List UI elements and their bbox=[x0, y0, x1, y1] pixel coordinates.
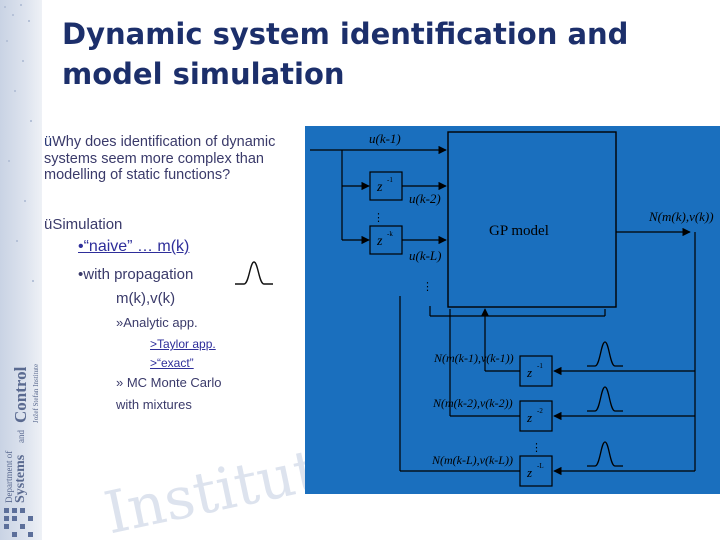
gp-model-label: GP model bbox=[489, 223, 549, 239]
dots-1: ⋮ bbox=[373, 211, 384, 224]
input-u-k1: u(k-1) bbox=[369, 131, 401, 146]
brand-line4: Control bbox=[11, 366, 30, 423]
why-text-1: Why does identification of dynamic bbox=[52, 134, 276, 150]
bullet-why-line3: modelling of static functions? bbox=[44, 167, 231, 183]
fb-exp1: -1 bbox=[537, 362, 543, 370]
bullet-taylor-link[interactable]: >Taylor app. bbox=[150, 337, 216, 351]
delay-z1: z bbox=[376, 180, 383, 195]
brand-line1: Department of bbox=[4, 451, 14, 503]
sidebar-pattern bbox=[4, 4, 34, 537]
brand-line3: and bbox=[16, 430, 26, 443]
bullet-exact-link[interactable]: >“exact” bbox=[150, 356, 194, 370]
gp-model-diagram: GP model u(k-1) z -1 u(k-2) ⋮ z -k u(k-L… bbox=[305, 126, 720, 494]
delay-expk: -k bbox=[387, 230, 393, 238]
delay-zk: z bbox=[376, 234, 383, 249]
bullet-why-line2: systems seem more complex than bbox=[44, 151, 264, 167]
bullet-why-line1: üWhy does identification of dynamic bbox=[44, 134, 275, 150]
bullet-naive-link[interactable]: •“naive” … m(k) bbox=[78, 238, 190, 255]
check-icon: ü bbox=[44, 216, 53, 233]
fb-z2: z bbox=[526, 410, 532, 425]
gaussian-curve-1 bbox=[587, 341, 623, 367]
bullet-mixtures: with mixtures bbox=[116, 397, 192, 412]
fb-label-1: N(m(k-1),v(k-1)) bbox=[433, 351, 514, 365]
gaussian-curve-icon bbox=[235, 261, 273, 285]
title-line-2: model simulation bbox=[62, 57, 345, 91]
dots-3: ⋮ bbox=[531, 441, 542, 454]
brand-line5: Jožef Stefan Institute bbox=[32, 364, 40, 423]
brand-line2: Systems bbox=[13, 454, 28, 503]
fb-exp2: -2 bbox=[537, 407, 543, 415]
dots-2: ⋮ bbox=[422, 280, 433, 293]
sidebar: Department of Systems and Control Jožef … bbox=[0, 0, 42, 540]
page-title: Dynamic system identification and model … bbox=[62, 14, 662, 94]
output-label: N(m(k),v(k)) bbox=[648, 209, 714, 224]
bullet-propagation: •with propagation bbox=[78, 266, 194, 283]
gp-model-block bbox=[447, 131, 617, 308]
simulation-text: Simulation bbox=[52, 216, 123, 233]
fb-exp3: -L bbox=[537, 462, 544, 470]
gaussian-curve-3 bbox=[587, 441, 623, 467]
fb-label-3: N(m(k-L),v(k-L)) bbox=[431, 453, 513, 467]
diagram-background bbox=[305, 126, 720, 494]
input-u-k2: u(k-2) bbox=[409, 191, 441, 206]
input-u-kl: u(k-L) bbox=[409, 248, 442, 263]
gaussian-curve-2 bbox=[587, 386, 623, 412]
fb-z1: z bbox=[526, 365, 532, 380]
bullet-mv: m(k),v(k) bbox=[116, 290, 176, 307]
fb-z3: z bbox=[526, 465, 532, 480]
fb-label-2: N(m(k-2),v(k-2)) bbox=[432, 396, 513, 410]
title-line-1: Dynamic system identification and bbox=[62, 17, 629, 51]
bullet-mc: » MC Monte Carlo bbox=[116, 375, 222, 390]
bullet-analytic: »Analytic app. bbox=[116, 315, 198, 330]
bullet-simulation: üSimulation bbox=[44, 216, 122, 233]
department-logo: Department of Systems and Control Jožef … bbox=[4, 364, 40, 503]
delay-exp1: -1 bbox=[387, 176, 393, 184]
check-icon: ü bbox=[44, 134, 53, 150]
